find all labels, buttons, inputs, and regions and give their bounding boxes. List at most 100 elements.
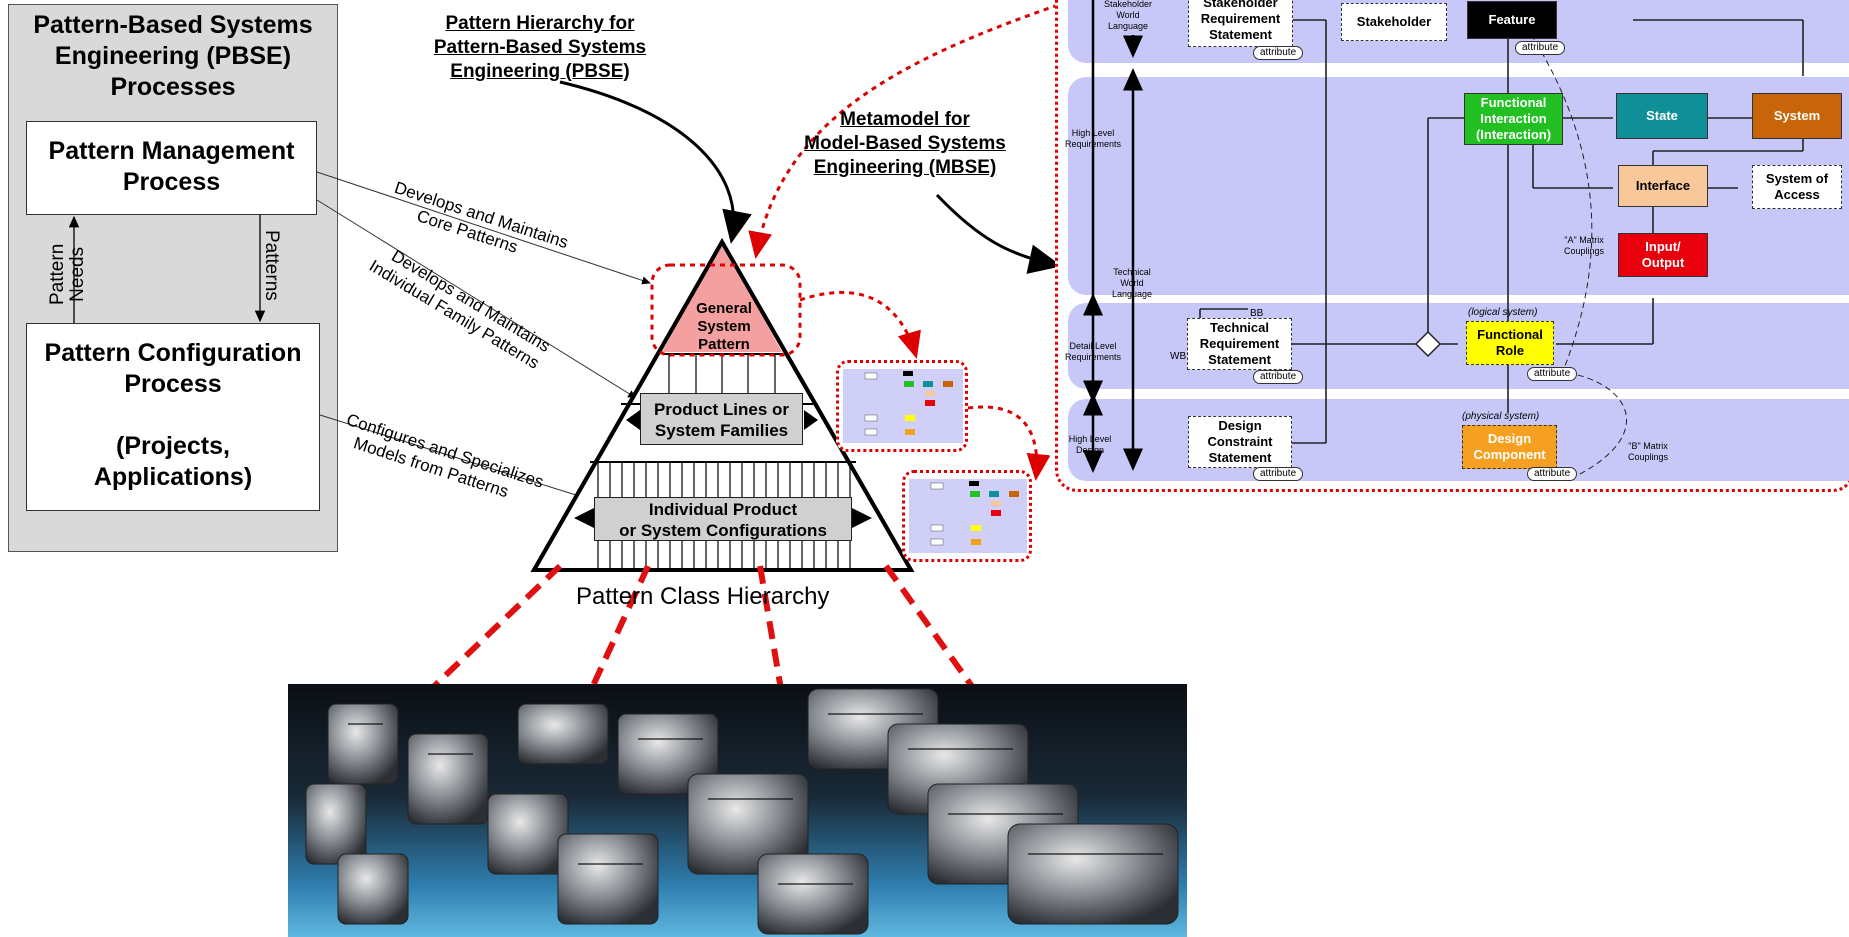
label-line: Role xyxy=(1496,343,1524,359)
label-line: System of xyxy=(1766,171,1828,187)
label-line: World xyxy=(1100,10,1156,21)
label-line: "B" Matrix xyxy=(1618,441,1678,452)
label-line: Technical xyxy=(1210,320,1269,336)
logical-system-label: (logical system) xyxy=(1468,307,1537,318)
pyramid-caption: Pattern Class Hierarchy xyxy=(576,583,829,611)
label-line: Statement xyxy=(1208,352,1271,368)
thumbnail-diagram-icon xyxy=(905,473,1029,559)
technical-requirement-box: Technical Requirement Statement xyxy=(1187,318,1292,370)
system-box: System xyxy=(1752,93,1842,139)
label-line: Requirement xyxy=(1200,336,1279,352)
label-line: Couplings xyxy=(1554,246,1614,257)
label-line: Product Lines or xyxy=(641,399,802,420)
title-line: Engineering (PBSE) xyxy=(412,60,668,84)
metamodel-title-arrow xyxy=(937,195,1056,265)
label-line: Functional xyxy=(1477,327,1543,343)
label-line: Input/ xyxy=(1645,239,1680,255)
label-line: Stakeholder xyxy=(1100,0,1156,10)
metamodel-title: Metamodel for Model-Based Systems Engine… xyxy=(785,108,1025,180)
label-line: High Level xyxy=(1062,434,1118,445)
high-level-design-label: High Level Design xyxy=(1062,434,1118,456)
label-line: Requirements xyxy=(1062,139,1124,150)
label-line: Requirement xyxy=(1201,11,1280,27)
label-line: Access xyxy=(1774,187,1820,203)
design-constraint-box: Design Constraint Statement xyxy=(1188,416,1292,468)
attribute-tag: attribute xyxy=(1515,41,1565,55)
label-line: High Level xyxy=(1062,128,1124,139)
label-line: Couplings xyxy=(1618,452,1678,463)
stakeholder-requirement-box: Stakeholder Requirement Statement xyxy=(1188,0,1293,47)
label-line: Interaction xyxy=(1480,111,1546,127)
family-metamodel-thumbnail xyxy=(836,360,968,452)
bb-label: BB xyxy=(1250,308,1263,319)
label-line: System xyxy=(680,318,768,336)
b-matrix-label: "B" Matrix Couplings xyxy=(1618,441,1678,463)
a-matrix-curve xyxy=(1526,26,1592,371)
engine-photo-icon xyxy=(288,684,1187,937)
individual-product-box: Individual Product or System Configurati… xyxy=(594,497,852,541)
level-arrows xyxy=(1093,0,1133,463)
label-line: Component xyxy=(1473,447,1545,463)
design-component-box: Design Component xyxy=(1462,425,1557,469)
attribute-tag: attribute xyxy=(1527,467,1577,481)
metamodel-lines xyxy=(1058,0,1849,492)
label-line: Language xyxy=(1104,289,1160,300)
label-line: or System Configurations xyxy=(595,520,851,541)
title-line: Metamodel for xyxy=(785,108,1025,132)
label-line: Design xyxy=(1062,445,1118,456)
physical-system-label: (physical system) xyxy=(1462,411,1539,422)
label-line: Stakeholder xyxy=(1203,0,1277,11)
attribute-tag: attribute xyxy=(1253,467,1303,481)
attribute-tag: attribute xyxy=(1253,46,1303,60)
metamodel-panel: Stakeholder World Language High Level Re… xyxy=(1055,0,1849,492)
input-output-box: Input/ Output xyxy=(1618,233,1708,277)
label-line: "A" Matrix xyxy=(1554,235,1614,246)
label-line: Requirements xyxy=(1060,352,1126,363)
configuration-metamodel-thumbnail xyxy=(902,470,1032,562)
label-line: System Families xyxy=(641,420,802,441)
general-system-pattern-label: General System Pattern xyxy=(680,300,768,354)
engine-photo xyxy=(288,684,1187,937)
label-line: Technical xyxy=(1104,267,1160,278)
title-line: Pattern-Based Systems xyxy=(412,36,668,60)
product-lines-box: Product Lines or System Families xyxy=(640,393,803,445)
high-level-requirements-label: High Level Requirements xyxy=(1062,128,1124,150)
attribute-tag: attribute xyxy=(1527,367,1577,381)
interface-box: Interface xyxy=(1618,165,1708,207)
state-box: State xyxy=(1616,93,1708,139)
label-line: Functional xyxy=(1481,95,1547,111)
label-line: Pattern xyxy=(680,336,768,354)
functional-role-box: Functional Role xyxy=(1466,321,1554,365)
title-line: Model-Based Systems xyxy=(785,132,1025,156)
label-line: Output xyxy=(1642,255,1685,271)
family-callout-arrow xyxy=(800,292,916,356)
connector-diamond xyxy=(1416,332,1440,356)
label-line: Language xyxy=(1100,21,1156,32)
system-of-access-box: System of Access xyxy=(1752,165,1842,209)
stakeholder-world-label: Stakeholder World Language xyxy=(1100,0,1156,32)
config-callout-arrow xyxy=(968,407,1037,478)
label-line: Constraint xyxy=(1208,434,1273,450)
wb-label: WB xyxy=(1170,351,1186,362)
label-line: Detail Level xyxy=(1060,341,1126,352)
detail-level-requirements-label: Detail Level Requirements xyxy=(1060,341,1126,363)
label-line: Design xyxy=(1218,418,1261,434)
label-line: Design xyxy=(1488,431,1531,447)
thumbnail-diagram-icon xyxy=(839,363,965,449)
feature-box: Feature xyxy=(1467,1,1557,39)
hierarchy-title-arrow xyxy=(560,82,734,238)
label-line: Statement xyxy=(1209,27,1272,43)
stakeholder-box: Stakeholder xyxy=(1341,3,1447,41)
technical-world-label: Technical World Language xyxy=(1104,267,1160,300)
label-line: Individual Product xyxy=(595,499,851,520)
label-line: World xyxy=(1104,278,1160,289)
functional-interaction-box: Functional Interaction (Interaction) xyxy=(1464,93,1563,145)
a-matrix-label: "A" Matrix Couplings xyxy=(1554,235,1614,257)
pattern-hierarchy-title: Pattern Hierarchy for Pattern-Based Syst… xyxy=(412,12,668,84)
label-line: Statement xyxy=(1209,450,1272,466)
title-line: Pattern Hierarchy for xyxy=(412,12,668,36)
attribute-tag: attribute xyxy=(1253,370,1303,384)
title-line: Engineering (MBSE) xyxy=(785,156,1025,180)
label-line: General xyxy=(680,300,768,318)
label-line: (Interaction) xyxy=(1476,127,1551,143)
